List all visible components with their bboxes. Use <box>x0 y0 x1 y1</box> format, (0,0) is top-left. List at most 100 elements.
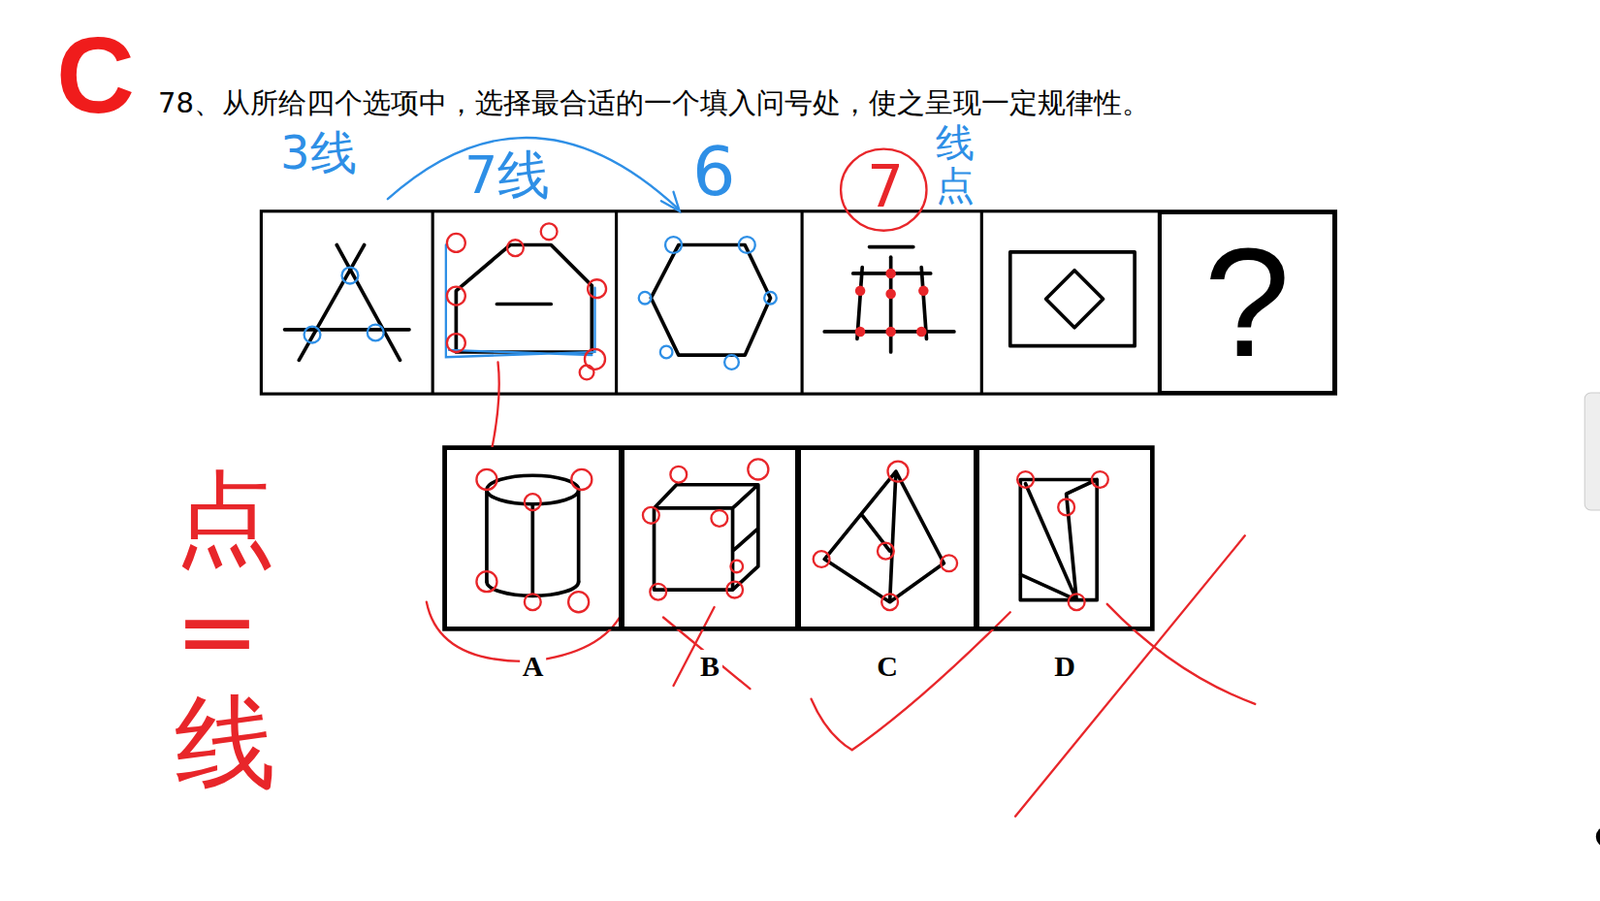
figure-lines <box>824 471 944 603</box>
ui-edge <box>1596 826 1600 847</box>
handwritten-note: 7线 <box>464 145 550 206</box>
handwritten-note: 7 <box>866 153 904 221</box>
red-dots <box>885 288 896 300</box>
option-letter: D <box>1051 649 1079 684</box>
red-annotation <box>524 493 542 511</box>
red-annotation <box>447 233 466 253</box>
blue-annotation <box>660 346 673 359</box>
figure-lines <box>1020 479 1097 600</box>
red-dots <box>916 326 928 338</box>
red-dots <box>855 286 866 297</box>
blue-annotation <box>724 354 739 370</box>
figure-lines <box>654 484 759 590</box>
red-dots <box>855 326 866 338</box>
red-annotation <box>571 469 592 490</box>
red-annotation <box>447 333 466 352</box>
option-box: C <box>798 447 977 630</box>
puzzle-frame <box>431 211 435 394</box>
figure-lines <box>576 489 581 582</box>
red-annotation <box>813 550 831 568</box>
blue-annotation <box>661 192 680 212</box>
blue-annotation <box>738 236 756 254</box>
blue-annotation <box>304 326 321 344</box>
red-annotation <box>649 583 667 601</box>
red-annotation <box>887 461 908 482</box>
red-dots <box>885 326 896 338</box>
figure-lines <box>530 504 535 596</box>
puzzle-frame <box>614 211 618 394</box>
red-annotation <box>587 279 607 298</box>
figure-lines <box>285 245 1136 603</box>
red-annotation <box>568 591 589 612</box>
puzzle-frame <box>260 211 1336 394</box>
figure-lines <box>336 245 400 361</box>
figure-lines <box>1010 252 1135 347</box>
blue-annotation <box>387 137 679 210</box>
option-box: A <box>444 447 622 630</box>
red-annotation <box>747 458 768 480</box>
option-letter: B <box>697 649 723 684</box>
red-dots <box>885 268 896 280</box>
figure-lines <box>1046 270 1104 328</box>
red-annotation <box>840 149 927 231</box>
red-annotation <box>663 607 750 689</box>
red-annotation <box>726 581 743 599</box>
handwritten-note: 3线 <box>280 126 357 180</box>
figure-lines <box>650 245 770 356</box>
red-annotation <box>1057 498 1075 515</box>
figure-lines <box>455 245 592 352</box>
red-annotation <box>730 560 743 574</box>
blue-annotation <box>764 291 777 305</box>
red-annotation <box>1091 471 1109 488</box>
red-annotation <box>1017 471 1034 488</box>
blue-annotation <box>446 245 596 358</box>
red-annotation <box>642 507 660 524</box>
puzzle-frame <box>260 211 1336 630</box>
red-annotation <box>476 469 497 490</box>
blue-annotation <box>639 291 652 305</box>
figure-lines <box>285 327 410 332</box>
red-annotation <box>579 365 595 381</box>
red-annotation <box>710 510 728 527</box>
blue-annotation <box>342 267 359 285</box>
option-box: B <box>621 447 799 630</box>
red-annotation <box>1068 593 1086 610</box>
option-box: D <box>976 447 1153 630</box>
ui-edge <box>1584 392 1600 511</box>
option-letter: A <box>519 649 547 684</box>
red-annotation <box>426 149 1255 817</box>
question-mark: ? <box>1204 224 1291 381</box>
figure-lines <box>486 475 579 504</box>
puzzle-frame <box>800 211 804 394</box>
red-annotation <box>476 571 497 592</box>
red-dots <box>918 286 929 297</box>
puzzle-frame <box>444 447 1153 630</box>
option-letter: C <box>873 649 901 684</box>
question-box: ? <box>1158 211 1336 394</box>
red-annotation <box>877 543 895 560</box>
blue-annotation <box>665 236 682 254</box>
handwritten-note: 6 <box>692 132 736 212</box>
red-annotation <box>1015 535 1255 816</box>
handwritten-note: 点=线 <box>174 463 277 800</box>
answer-letter: C <box>56 13 135 139</box>
red-annotation <box>881 593 898 610</box>
red-annotation <box>524 593 542 610</box>
question-text: 78、从所给四个选项中，选择最合适的一个填入问号处，使之呈现一定规律性。 <box>158 87 1151 120</box>
red-annotation <box>447 287 466 306</box>
red-annotation <box>491 361 500 448</box>
puzzle-frame <box>980 211 984 394</box>
red-annotation <box>670 466 687 483</box>
red-annotation <box>940 554 958 572</box>
red-annotation <box>811 611 1011 750</box>
red-dots <box>855 268 929 337</box>
red-annotation <box>507 239 524 256</box>
figure-lines <box>869 245 914 250</box>
figure-lines <box>496 302 551 307</box>
figure-lines <box>484 489 489 582</box>
figure-lines <box>298 245 364 361</box>
blue-annotation <box>367 324 384 342</box>
handwritten-note: 线点 <box>935 121 975 207</box>
red-annotation <box>541 223 558 240</box>
ui-edge <box>1584 392 1600 847</box>
